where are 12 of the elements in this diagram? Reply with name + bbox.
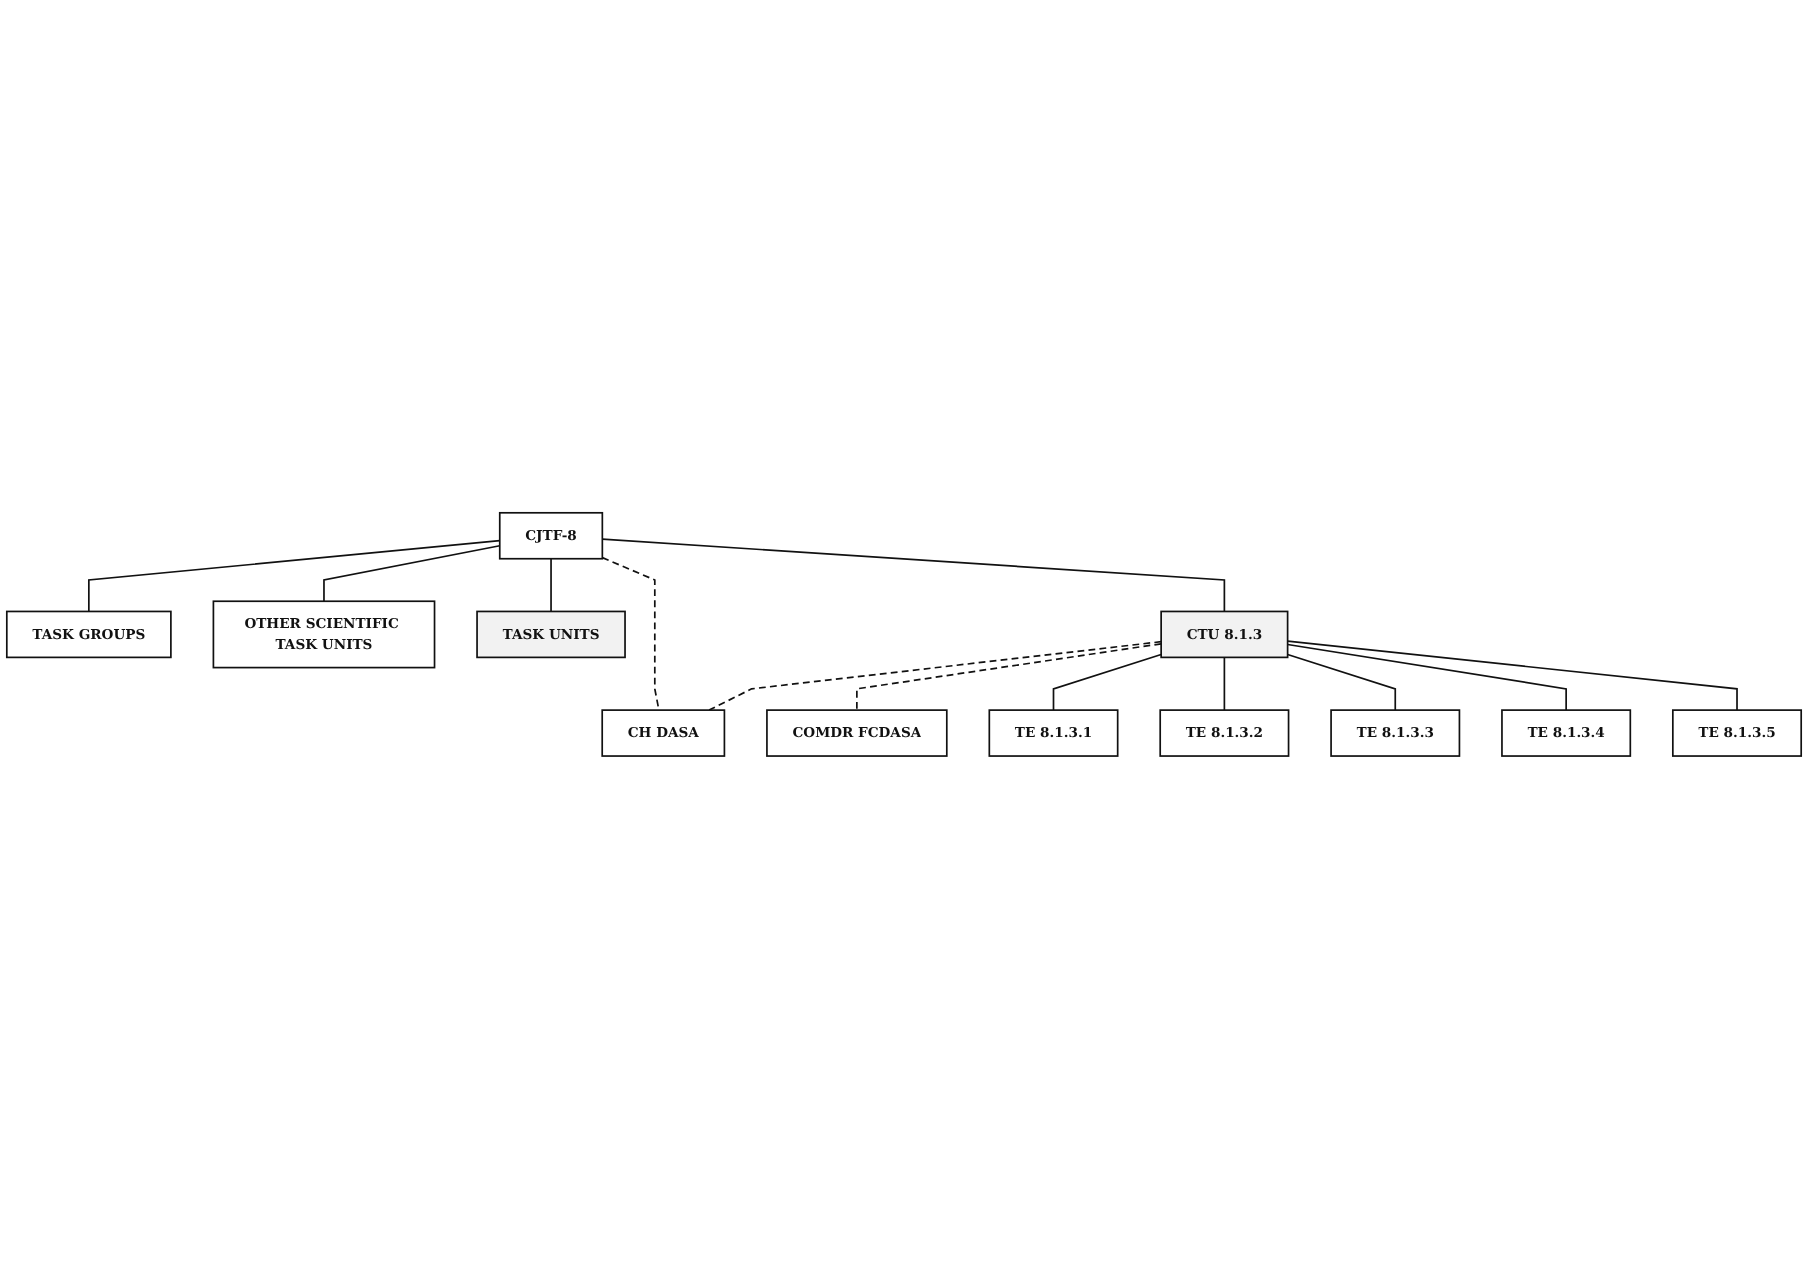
connector (601, 537, 1226, 612)
connector (601, 556, 660, 711)
connector (550, 557, 552, 612)
connector (1052, 653, 1162, 711)
connector (323, 544, 501, 602)
connector (88, 539, 501, 612)
connector (1286, 639, 1738, 711)
connector (856, 642, 1162, 711)
connector (1286, 643, 1567, 711)
connector (1223, 656, 1226, 711)
connector (708, 640, 1162, 711)
connector (1286, 653, 1397, 711)
